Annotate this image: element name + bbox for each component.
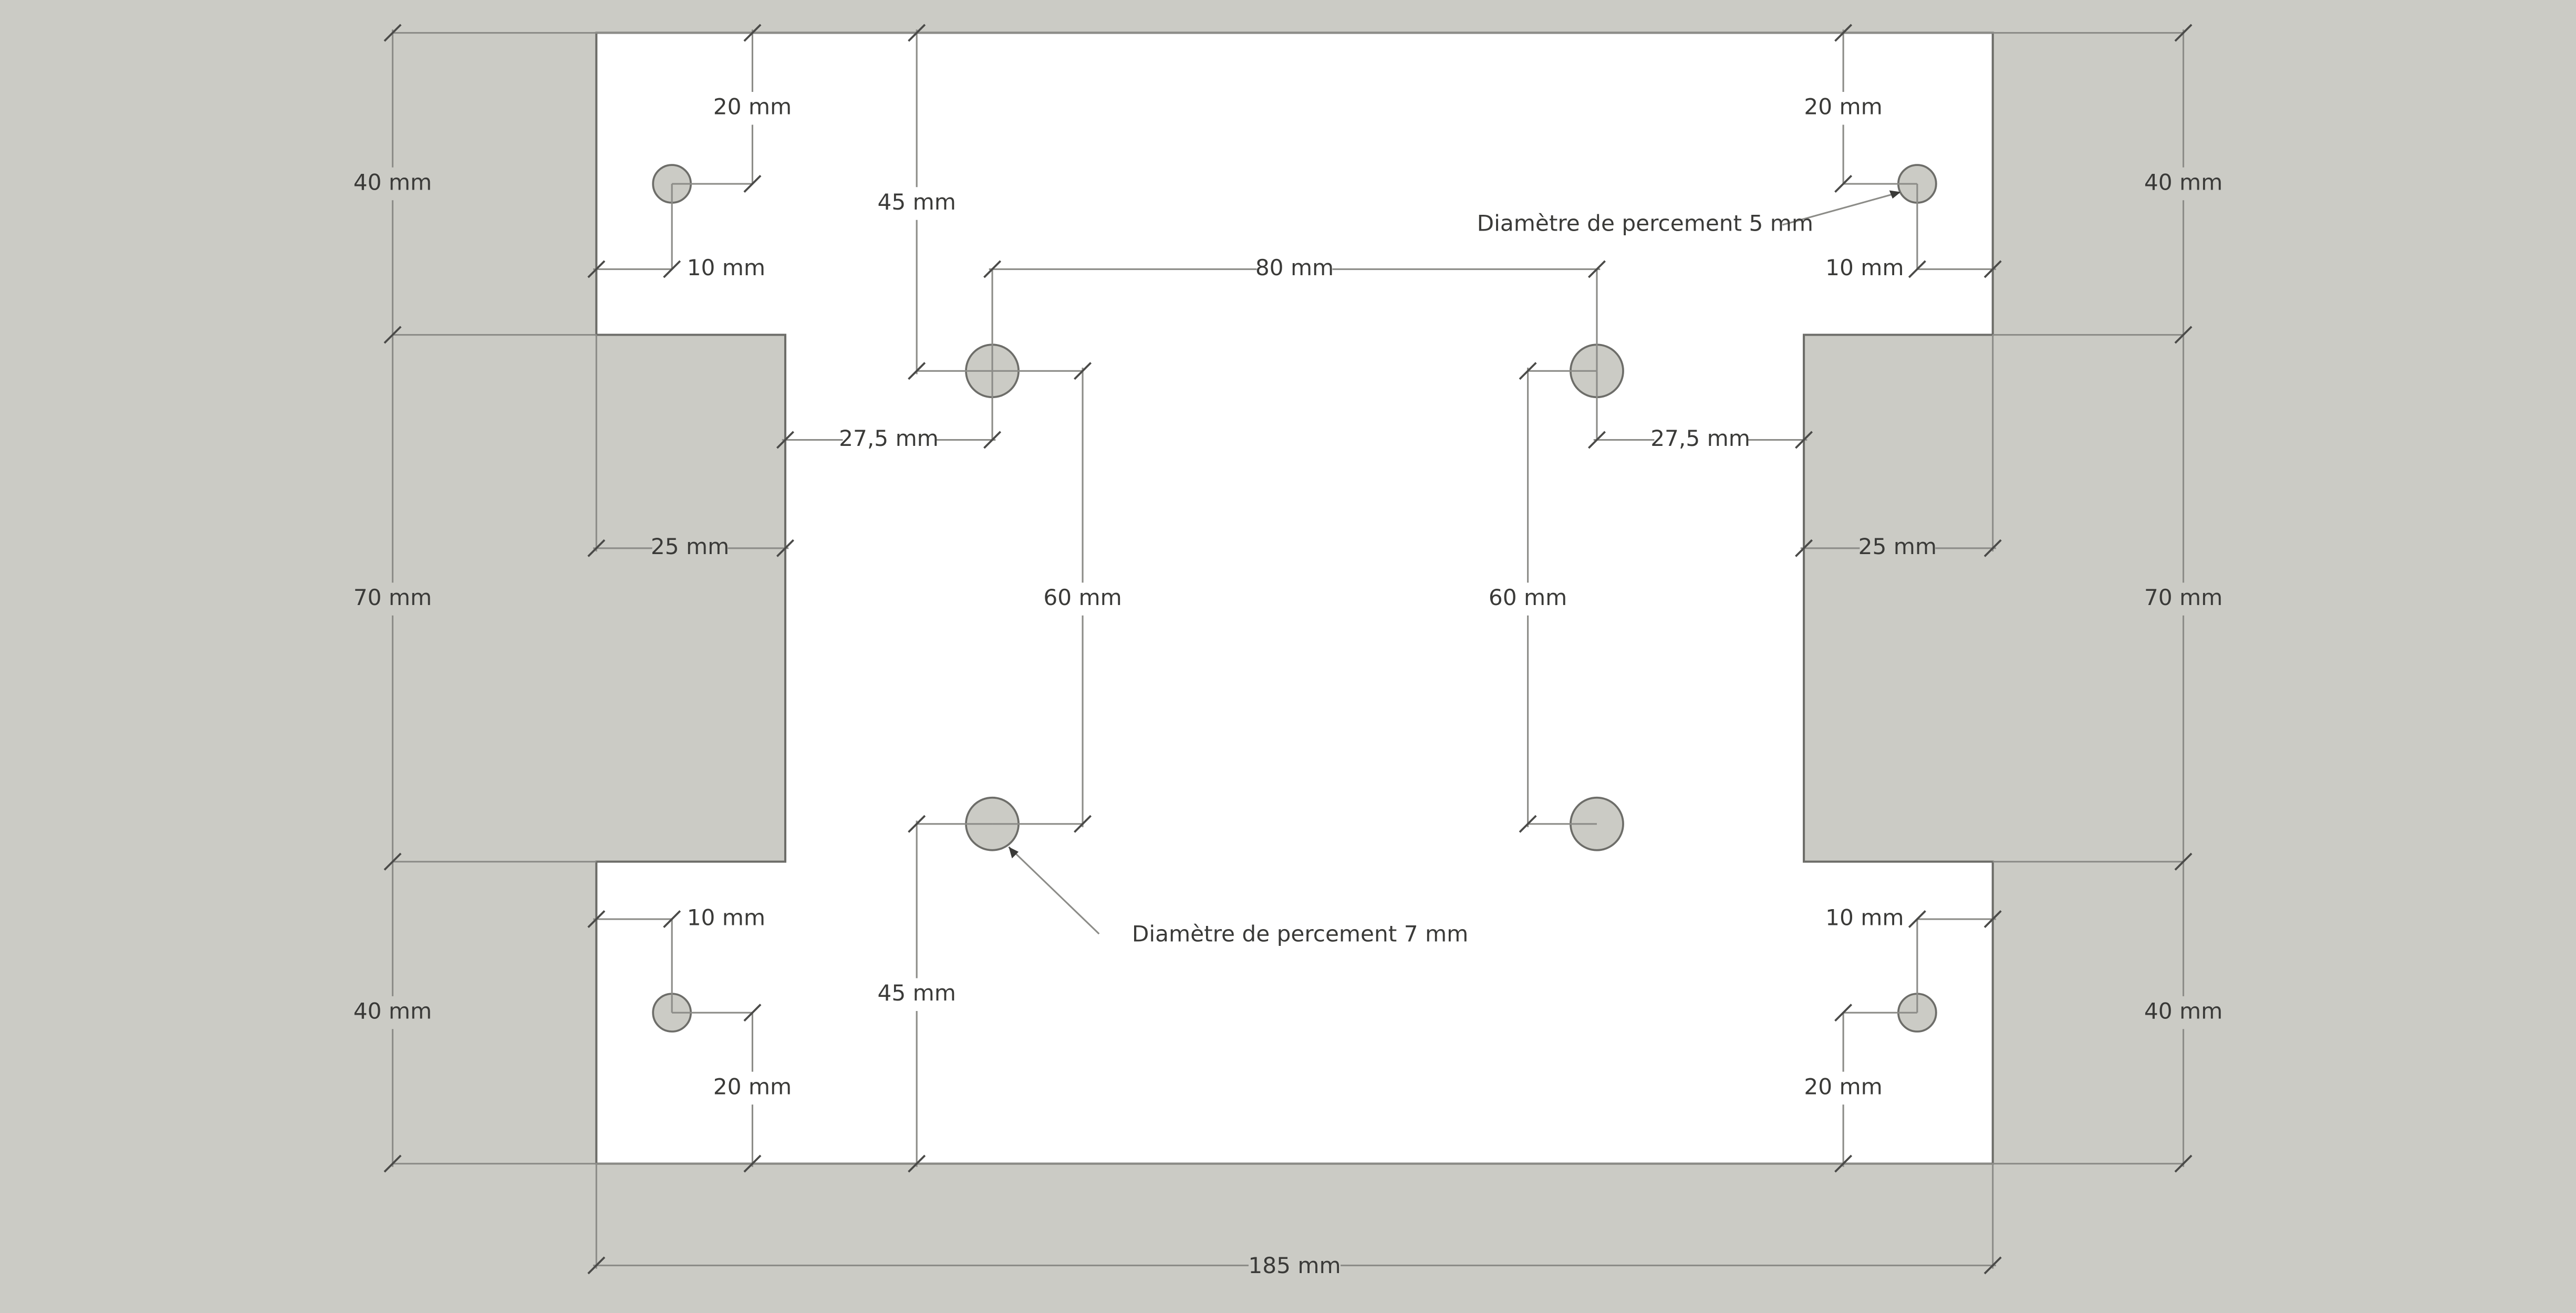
dimension-tick <box>1983 260 2002 278</box>
dimension-tick <box>383 326 402 344</box>
dimension-tick <box>2174 326 2193 344</box>
dimension-tick <box>1834 1004 1853 1022</box>
dim-small-hole-tl-y: 10 mm <box>687 255 765 280</box>
dimension-tick <box>383 1154 402 1173</box>
dim-right-27-5: 27,5 mm <box>1650 425 1750 451</box>
dimension-tick <box>2174 852 2193 871</box>
dimension-tick <box>1519 815 1537 833</box>
dimension-tick <box>1834 24 1853 42</box>
dim-left-27-5: 27,5 mm <box>839 425 939 451</box>
dimension-tick <box>1588 431 1606 449</box>
dimension-tick <box>1983 910 2002 928</box>
dimension-tick <box>908 362 926 380</box>
dimension-tick <box>908 815 926 833</box>
dimension-tick <box>743 24 762 42</box>
dimension-ticks <box>383 24 2193 1275</box>
dim-small-hole-tr-x: 20 mm <box>1804 94 1882 120</box>
dimension-tick <box>663 260 681 278</box>
dimension-labels: 40 mm 70 mm 40 mm 40 mm 70 mm 40 mm 185 … <box>354 92 2222 1284</box>
dim-small-hole-bl-y: 10 mm <box>687 905 765 931</box>
dimension-tick <box>663 910 681 928</box>
dimension-tick <box>743 1154 762 1173</box>
plate-outline <box>595 32 1994 1165</box>
dimension-tick <box>983 260 1002 278</box>
dimension-tick <box>1834 1154 1853 1173</box>
dimension-tick <box>383 852 402 871</box>
dimension-tick <box>383 24 402 42</box>
dim-small-hole-br-x: 20 mm <box>1804 1074 1882 1099</box>
dim-bottom-45: 45 mm <box>877 980 955 1006</box>
dimension-tick <box>1834 175 1853 193</box>
dimension-tick <box>983 431 1002 449</box>
dimension-tick <box>743 1004 762 1022</box>
dimension-tick <box>1795 431 1813 449</box>
dim-small-hole-tl-x: 20 mm <box>713 94 792 120</box>
dimension-tick <box>1795 539 1813 557</box>
dimension-tick <box>2174 1154 2193 1173</box>
note-large-hole-diameter: Diamètre de percement 7 mm <box>1132 921 1468 947</box>
dimension-tick <box>1983 539 2002 557</box>
dim-left-bottom-40: 40 mm <box>354 998 432 1024</box>
dimension-tick <box>587 260 606 278</box>
dimension-tick <box>1908 260 1926 278</box>
dim-left-60: 60 mm <box>1043 585 1121 610</box>
dimension-tick <box>776 539 794 557</box>
dimension-tick <box>587 539 606 557</box>
dim-left-middle-70: 70 mm <box>354 585 432 610</box>
dim-right-60: 60 mm <box>1489 585 1567 610</box>
dimension-tick <box>1519 362 1537 380</box>
dimension-tick <box>587 910 606 928</box>
dimension-tick <box>908 24 926 42</box>
dim-right-top-40: 40 mm <box>2144 170 2222 195</box>
dim-hole-spacing-80: 80 mm <box>1255 255 1334 280</box>
dimension-tick <box>2174 24 2193 42</box>
dimension-tick <box>908 1154 926 1173</box>
dim-left-top-40: 40 mm <box>354 170 432 195</box>
dimension-tick <box>776 431 794 449</box>
dim-right-middle-70: 70 mm <box>2144 585 2222 610</box>
dimension-tick <box>1908 910 1926 928</box>
dim-overall-width: 185 mm <box>1248 1253 1341 1278</box>
dim-left-notch-25: 25 mm <box>651 534 729 559</box>
dimension-tick <box>1074 362 1092 380</box>
dimension-tick <box>587 1256 606 1275</box>
dimension-tick <box>1983 1256 2002 1275</box>
dim-right-bottom-40: 40 mm <box>2144 998 2222 1024</box>
dim-small-hole-tr-y: 10 mm <box>1825 255 1904 280</box>
dim-top-45: 45 mm <box>877 189 955 215</box>
dimension-tick <box>1588 260 1606 278</box>
dim-right-notch-25: 25 mm <box>1858 534 1937 559</box>
dimension-tick <box>743 175 762 193</box>
dimension-tick <box>1074 815 1092 833</box>
dim-small-hole-br-y: 10 mm <box>1825 905 1904 931</box>
dim-small-hole-bl-x: 20 mm <box>713 1074 792 1099</box>
note-small-hole-diameter: Diamètre de percement 5 mm <box>1477 211 1813 236</box>
